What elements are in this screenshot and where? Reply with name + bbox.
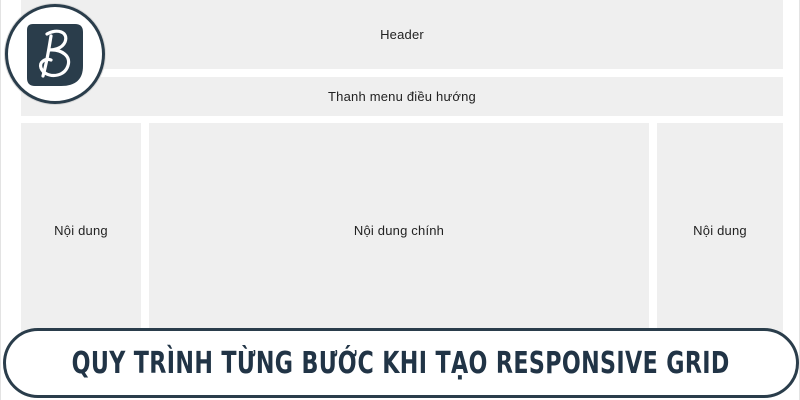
content-main-block: Nội dung chính <box>149 123 649 343</box>
header-label: Header <box>380 27 424 42</box>
content-right-label: Nội dung <box>693 222 747 238</box>
brand-logo-icon <box>5 4 105 104</box>
brand-logo-mark <box>27 24 83 86</box>
content-left-label: Nội dung <box>54 222 108 238</box>
content-left-block: Nội dung <box>21 123 141 343</box>
banner-title: QUY TRÌNH TỪNG BƯỚC KHI TẠO RESPONSIVE G… <box>71 345 731 381</box>
title-banner: QUY TRÌNH TỪNG BƯỚC KHI TẠO RESPONSIVE G… <box>3 328 799 398</box>
content-right-block: Nội dung <box>657 123 783 343</box>
navbar-label: Thanh menu điều hướng <box>328 89 476 104</box>
navbar-block: Thanh menu điều hướng <box>21 77 783 116</box>
header-block: Header <box>21 0 783 69</box>
content-main-label: Nội dung chính <box>353 222 445 238</box>
